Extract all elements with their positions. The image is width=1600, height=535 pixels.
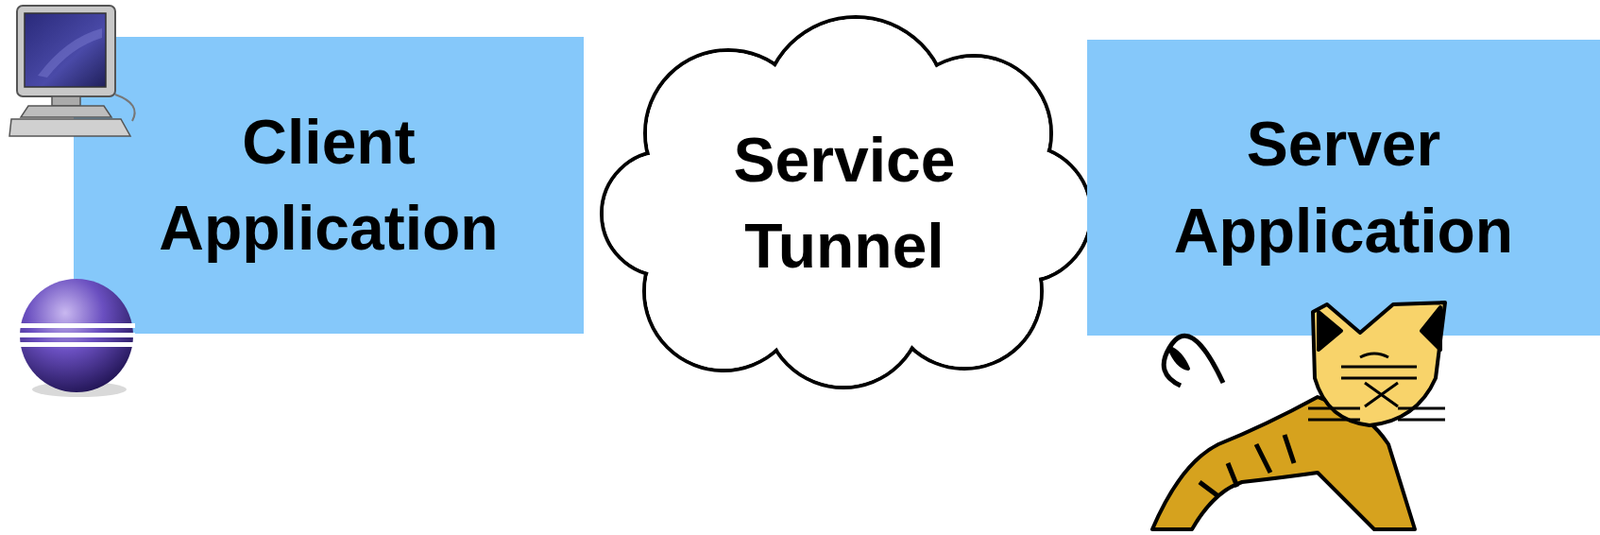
node-label: Service Tunnel [702,117,987,290]
service-cloud: Service Tunnel [586,15,1103,392]
node-label: Server Application [1145,101,1543,273]
application-box: Client Application [73,36,584,334]
application-box: Server Application [1087,39,1600,336]
node-label: Client Application [130,99,528,272]
tomcat-logo [1152,302,1446,529]
cloud-outline [586,15,1103,392]
